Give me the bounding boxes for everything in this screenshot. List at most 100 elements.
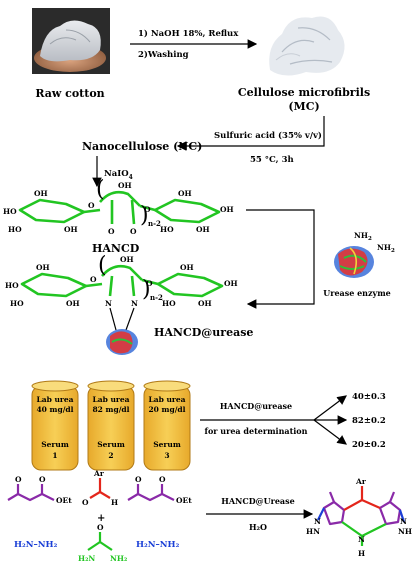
hancd-label: HANCD — [92, 242, 140, 255]
ethyl-acetoacetate-1 — [7, 484, 55, 502]
immobilized-enzyme-image — [106, 329, 138, 355]
oh-label-3: OH — [118, 181, 132, 190]
urea-h2n: H₂N — [78, 554, 95, 563]
ho-label-4: HO — [5, 281, 19, 290]
result-1: 40±0.3 — [352, 392, 386, 402]
nh2-label-1: NH2 — [354, 231, 372, 242]
o-label-urea: O — [97, 523, 104, 532]
mc-label-line2: (MC) — [288, 100, 319, 113]
o-label-6: O — [146, 279, 153, 288]
tube1-line4: 1 — [52, 451, 57, 460]
product-n-right: N — [400, 517, 407, 526]
determination-line1: HANCD@urease — [220, 401, 292, 411]
oh-label-5: OH — [220, 205, 234, 214]
hancd-urease-structure — [20, 264, 224, 298]
oet-label-2: OEt — [176, 496, 192, 505]
oet-label-1: OEt — [56, 496, 72, 505]
glucose-ring-right — [153, 198, 221, 224]
determination-line2: for urea determination — [205, 426, 308, 436]
serum-tube-3 — [143, 380, 191, 471]
tube1-line1: Lab urea — [36, 395, 73, 404]
n-label-2: N — [131, 299, 138, 308]
urease-enzyme-label: Urease enzyme — [323, 288, 391, 298]
raw-cotton-label: Raw cotton — [35, 87, 104, 100]
ho-label-5: HO — [10, 299, 24, 308]
repeat-n2-1: n-2 — [148, 219, 161, 228]
oh-label-6: OH — [196, 225, 210, 234]
glucose-ring-right-2 — [156, 272, 224, 298]
oh-label-7: OH — [36, 263, 50, 272]
hancd-urease-label: HANCD@urease — [154, 326, 253, 339]
tube2-line3: Serum — [97, 440, 125, 449]
bracket-open-2: ( — [98, 253, 107, 278]
pyrazolopyridine-product — [317, 486, 406, 546]
o-label-2: O — [108, 227, 115, 236]
result-arrow-3 — [313, 419, 347, 445]
product-n-left: N — [314, 517, 321, 526]
serum-tube-1 — [31, 380, 79, 471]
tube2-line4: 2 — [108, 451, 113, 460]
aryl-aldehyde — [89, 478, 111, 499]
oh-label-4: OH — [178, 189, 192, 198]
o-label-4: O — [144, 205, 151, 214]
h-label-ald: H — [111, 498, 118, 507]
tube3-line1: Lab urea — [148, 395, 185, 404]
urea-structure — [87, 532, 113, 551]
urease-enzyme-image — [334, 246, 374, 278]
catalyst-label: HANCD@Urease — [221, 496, 294, 506]
condition-washing: 2)Washing — [138, 49, 189, 60]
result-2: 82±0.2 — [352, 416, 386, 426]
n-label-1: N — [105, 299, 112, 308]
result-arrow-1 — [313, 395, 347, 421]
plus-sign: + — [97, 513, 105, 524]
result-3: 20±0.2 — [352, 440, 386, 450]
o-label-ea2-b: O — [159, 475, 166, 484]
oh-label-9: OH — [120, 255, 134, 264]
bracket-close-2: ) — [142, 277, 151, 302]
ho-label-2: HO — [8, 225, 22, 234]
tube1-line2: 40 mg/dl — [36, 405, 73, 414]
bracket-open-1: ( — [96, 177, 105, 202]
o-label-5: O — [90, 275, 97, 284]
condition-naoh: 1) NaOH 18%, Reflux — [138, 28, 239, 39]
product-h-center: H — [358, 549, 365, 558]
ar-label-product: Ar — [355, 477, 367, 486]
nh2-label-2: NH2 — [377, 243, 395, 254]
mc-label-line1: Cellulose microfibrils — [238, 86, 370, 99]
o-label-3: O — [130, 227, 137, 236]
step2-arrow — [176, 116, 325, 151]
o-label-ea1-b: O — [39, 475, 46, 484]
acid-condition: Sulfuric acid (35% v/v) — [214, 130, 322, 141]
periodate-reagent: NaIO4 — [104, 169, 133, 181]
oh-label-12: OH — [198, 299, 212, 308]
ho-label-3: HO — [160, 225, 174, 234]
tube1-line3: Serum — [41, 440, 69, 449]
oh-label-1: OH — [34, 189, 48, 198]
o-label-1: O — [88, 201, 95, 210]
raw-cotton-photo — [32, 8, 110, 74]
oh-label-2: OH — [64, 225, 78, 234]
cellulose-microfibrils-photo — [262, 6, 346, 80]
imine-unit — [101, 264, 143, 281]
bracket-close-1: ) — [140, 203, 149, 228]
serum-tube-2 — [87, 380, 135, 471]
glucose-ring-left — [18, 198, 86, 224]
temp-condition: 55 °C, 3h — [250, 155, 294, 165]
solvent-label: H₂O — [249, 522, 267, 532]
hydrazine-2: H₂N–NH₂ — [136, 540, 180, 550]
tube3-line2: 20 mg/dl — [148, 405, 185, 414]
nanocellulose-label: Nanocellulose (NC) — [82, 140, 202, 153]
tube3-line3: Serum — [153, 440, 181, 449]
o-label-ea2-a: O — [135, 475, 142, 484]
ho-label-6: HO — [162, 299, 176, 308]
repeat-n2-2: n-2 — [150, 293, 163, 302]
oh-label-8: OH — [66, 299, 80, 308]
product-n-center: N — [358, 535, 365, 544]
tube3-line4: 3 — [164, 451, 169, 460]
oh-label-10: OH — [180, 263, 194, 272]
o-label-ea1-a: O — [15, 475, 22, 484]
product-nh-right: NH — [398, 527, 412, 536]
ethyl-acetoacetate-2 — [127, 484, 175, 502]
tube2-line2: 82 mg/dl — [92, 405, 129, 414]
